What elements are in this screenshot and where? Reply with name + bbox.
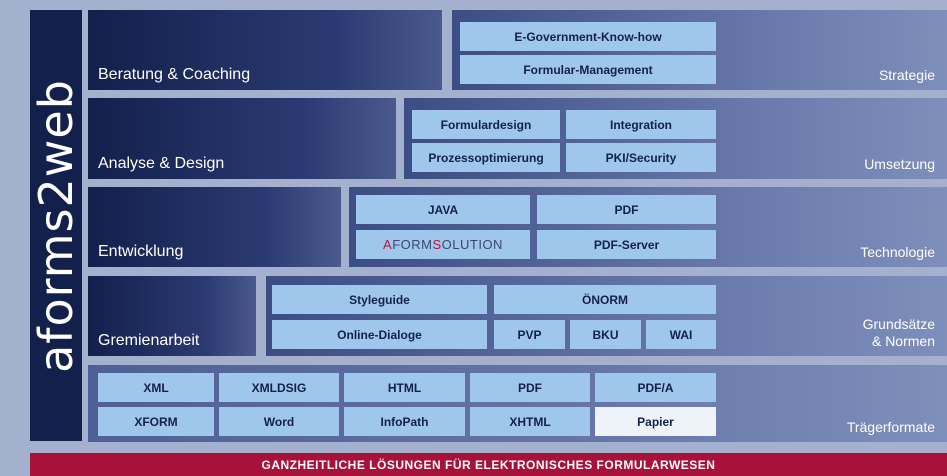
row-strategie: Beratung & Coaching Strategie E-Governme… [88, 10, 947, 90]
box-word: Word [219, 407, 339, 436]
label-umsetzung: Umsetzung [864, 156, 935, 172]
left-block-analyse: Analyse & Design [88, 98, 396, 179]
box-pvp: PVP [494, 320, 565, 349]
box-html: HTML [344, 373, 465, 402]
label-strategie: Strategie [878, 67, 935, 83]
box-online-dialoge: Online-Dialoge [272, 320, 487, 349]
label-analyse-design: Analyse & Design [98, 155, 225, 172]
box-styleguide: Styleguide [272, 285, 487, 314]
box-e-government-know-how: E-Government-Know-how [460, 22, 716, 51]
box-xml: XML [98, 373, 214, 402]
box-prozessoptimierung: Prozessoptimierung [412, 143, 560, 172]
box-pdf: PDF [537, 195, 716, 224]
left-block-entwicklung: Entwicklung [88, 187, 341, 267]
box-wai: WAI [646, 320, 716, 349]
label-grundsaetze-line1: Grundsätze [862, 316, 935, 332]
vertical-logo-bar: aforms2web [30, 10, 82, 441]
label-gremienarbeit: Gremienarbeit [98, 332, 200, 349]
label-technologie: Technologie [860, 244, 935, 260]
box-oenorm: ÖNORM [494, 285, 716, 314]
box-xform: XFORM [98, 407, 214, 436]
box-integration: Integration [566, 110, 716, 139]
box-xhtml: XHTML [470, 407, 590, 436]
label-traegerformate: Trägerformate [846, 419, 935, 435]
left-block-gremienarbeit: Gremienarbeit [88, 276, 256, 356]
row-traegerformate: Trägerformate XML XMLDSIG HTML PDF PDF/A… [88, 365, 947, 442]
box-pdf-format: PDF [470, 373, 590, 402]
box-bku: BKU [570, 320, 641, 349]
box-pdf-a: PDF/A [595, 373, 716, 402]
box-pdf-server: PDF-Server [537, 230, 716, 259]
label-entwicklung: Entwicklung [98, 243, 184, 260]
box-infopath: InfoPath [344, 407, 465, 436]
box-formulardesign: Formulardesign [412, 110, 560, 139]
label-beratung-coaching: Beratung & Coaching [98, 66, 251, 83]
box-xmldsig: XMLDSIG [219, 373, 339, 402]
box-papier: Papier [595, 407, 716, 436]
left-block-beratung: Beratung & Coaching [88, 10, 442, 90]
footer-banner: GANZHEITLICHE LÖSUNGEN FÜR ELEKTRONISCHE… [30, 453, 947, 476]
box-java: JAVA [356, 195, 530, 224]
row-umsetzung: Analyse & Design Umsetzung Formulardesig… [88, 98, 947, 179]
label-grundsaetze-line2: & Normen [871, 333, 935, 349]
box-pki-security: PKI/Security [566, 143, 716, 172]
aforms2web-logo: aforms2web [30, 78, 82, 373]
label-grundsaetze-normen: Grundsätze & Normen [863, 316, 935, 350]
box-formular-management: Formular-Management [460, 55, 716, 84]
row-grundsaetze-normen: Gremienarbeit Grundsätze & Normen Styleg… [88, 276, 947, 356]
